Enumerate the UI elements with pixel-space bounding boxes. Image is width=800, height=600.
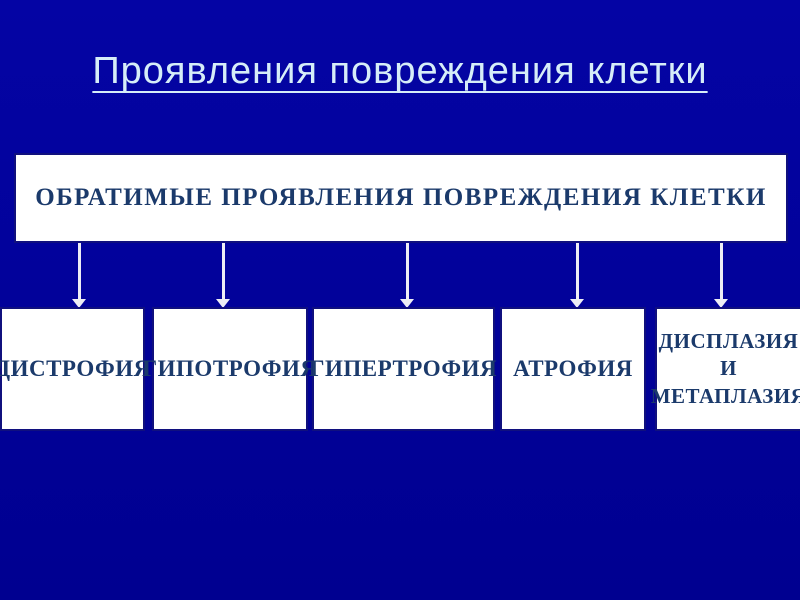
child-box-hypotrophy: ГИПОТРОФИЯ (143, 307, 317, 431)
child-box-label: ГИПОТРОФИЯ (142, 356, 318, 382)
root-box: ОБРАТИМЫЕ ПРОЯВЛЕНИЯ ПОВРЕЖДЕНИЯ КЛЕТКИ (14, 153, 788, 243)
child-box-label: ГИПЕРТРОФИЯ (309, 356, 498, 382)
connector-arrow-down-icon (405, 243, 409, 299)
child-box-label: ДИСПЛАЗИЯ И МЕТАПЛАЗИЯ (650, 329, 800, 408)
connector-arrow-down-icon (221, 243, 225, 299)
child-box-dysplasia-metaplasia: ДИСПЛАЗИЯ И МЕТАПЛАЗИЯ (651, 307, 800, 431)
child-box-label: АТРОФИЯ (513, 356, 633, 382)
connector-arrow-down-icon (77, 243, 81, 299)
child-box-dystrophy: ДИСТРОФИЯ (0, 307, 150, 431)
slide-title: Проявления повреждения клетки (92, 50, 708, 92)
child-box-hypertrophy: ГИПЕРТРОФИЯ (309, 307, 498, 431)
connector-arrow-down-icon (575, 243, 579, 299)
child-box-label: ДИСТРОФИЯ (0, 356, 151, 382)
child-box-atrophy: АТРОФИЯ (500, 307, 646, 431)
connector-arrow-down-icon (719, 243, 723, 299)
root-box-label: ОБРАТИМЫЕ ПРОЯВЛЕНИЯ ПОВРЕЖДЕНИЯ КЛЕТКИ (35, 184, 767, 211)
